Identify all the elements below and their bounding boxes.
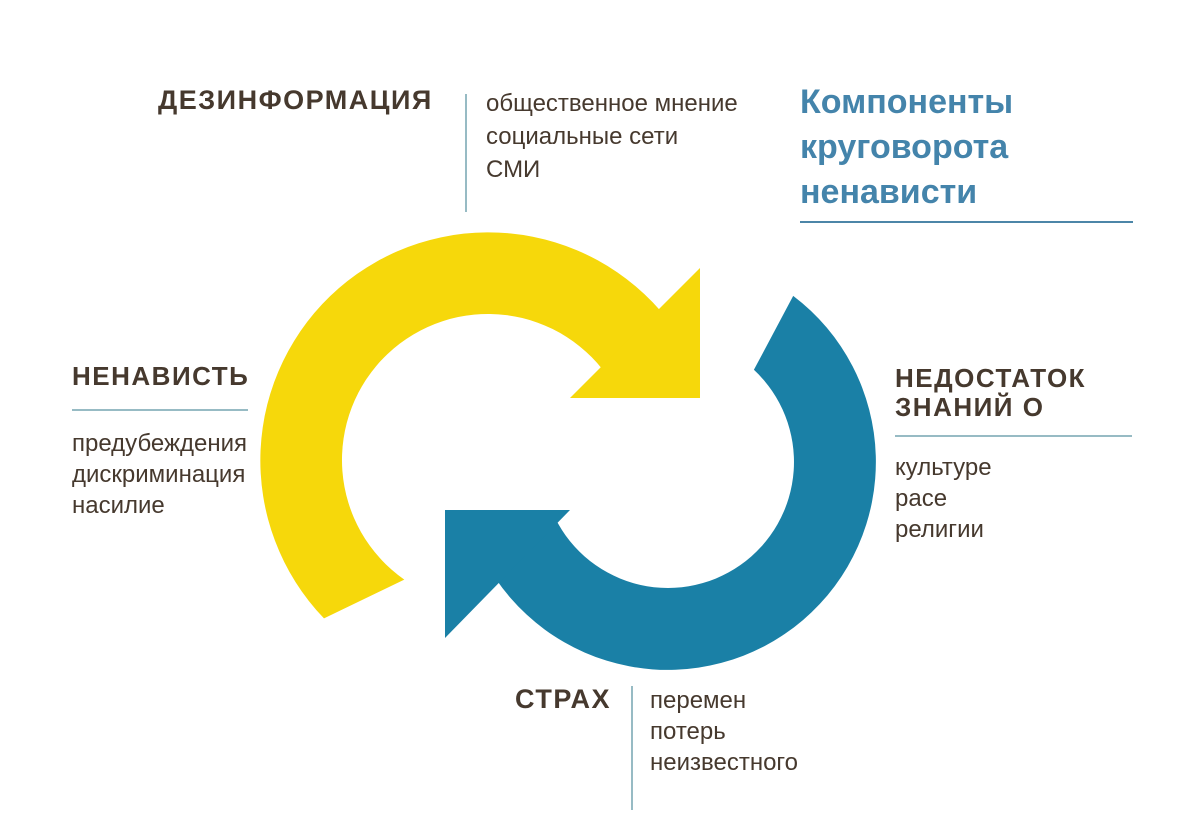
- list-item: общественное мнение: [486, 90, 738, 117]
- node-heading-fear: СТРАХ: [515, 684, 611, 714]
- list-item: социальные сети: [486, 123, 679, 150]
- diagram-title-line: ненависти: [800, 173, 978, 211]
- diagram-title: Компоненты круговорота ненависти: [800, 80, 1013, 215]
- list-item: неизвестного: [650, 749, 799, 776]
- separator-line-knowledge: [895, 435, 1132, 437]
- blue-arrow-band: [484, 295, 876, 670]
- list-item: перемен: [650, 687, 747, 714]
- list-item: религии: [895, 516, 984, 543]
- node-list-knowledge: культуре расе религии: [895, 452, 992, 545]
- separator-line-hate: [72, 409, 248, 411]
- cycle-arrow-yellow: [260, 232, 700, 619]
- list-item: дискриминация: [72, 461, 246, 488]
- yellow-arrow-band: [260, 232, 668, 619]
- diagram-title-line: Компоненты: [800, 83, 1014, 121]
- cycle-arrow-blue: [445, 295, 876, 670]
- yellow-arrowhead: [570, 268, 700, 398]
- blue-arrowhead: [445, 510, 570, 638]
- diagram-title-line: круговорота: [800, 128, 1009, 166]
- list-item: насилие: [72, 492, 165, 519]
- node-heading-knowledge: НЕДОСТАТОК ЗНАНИЙ О: [895, 363, 1087, 422]
- list-item: потерь: [650, 718, 726, 745]
- title-underline: [800, 221, 1133, 223]
- separator-line-fear: [631, 686, 633, 810]
- node-heading-disinformation: ДЕЗИНФОРМАЦИЯ: [158, 85, 433, 115]
- separator-line-disinformation: [465, 94, 467, 212]
- node-list-hate: предубеждения дискриминация насилие: [72, 428, 247, 521]
- list-item: предубеждения: [72, 430, 248, 457]
- list-item: СМИ: [486, 156, 541, 183]
- node-list-disinformation: общественное мнение социальные сети СМИ: [486, 87, 738, 186]
- node-heading-hate: НЕНАВИСТЬ: [72, 361, 250, 391]
- list-item: культуре: [895, 454, 992, 481]
- list-item: расе: [895, 485, 948, 512]
- node-list-fear: перемен потерь неизвестного: [650, 685, 798, 778]
